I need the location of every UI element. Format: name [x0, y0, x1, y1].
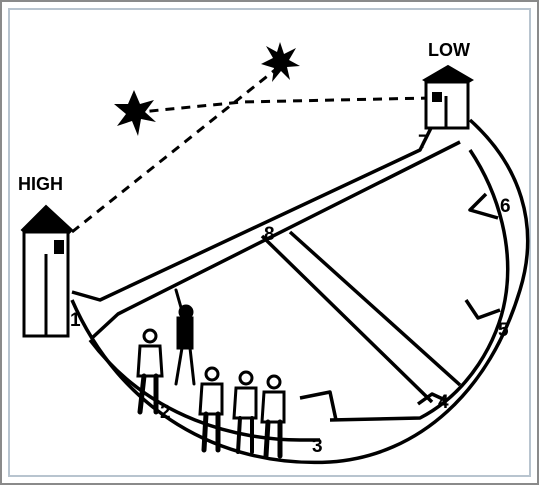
- high-house: [22, 206, 72, 336]
- burst-star-right: [261, 42, 300, 82]
- low-house: [424, 66, 472, 128]
- station-label-6: 6: [500, 196, 511, 217]
- station-label-2: 2: [160, 402, 171, 423]
- shooter-aiming: [176, 290, 194, 384]
- flight-path-high-to-star: [72, 66, 280, 232]
- station-label-7: 7: [418, 132, 429, 153]
- notch-3: [300, 392, 336, 420]
- shooter-waiting-2: [200, 368, 222, 450]
- station-label-8: 8: [264, 224, 275, 245]
- station-label-5: 5: [498, 320, 509, 341]
- shooter-waiting-1: [138, 330, 162, 412]
- notch-5: [466, 300, 500, 318]
- high-house-label: HIGH: [18, 174, 63, 194]
- station-label-4: 4: [438, 392, 449, 413]
- burst-star-left: [114, 90, 156, 136]
- flight-path-low-to-star: [140, 98, 430, 112]
- low-house-label: LOW: [428, 40, 470, 60]
- shooter-waiting-4: [262, 376, 284, 456]
- diagonal-walkway-left: [262, 236, 432, 402]
- diagonal-walkway-right: [290, 232, 460, 385]
- shooter-waiting-3: [234, 372, 256, 452]
- station-label-3: 3: [312, 436, 323, 457]
- station-label-1: 1: [70, 310, 81, 331]
- baseline-walkway-outer: [72, 126, 432, 300]
- clay-target-burst-icon: [114, 42, 300, 136]
- target-flight-paths: [72, 66, 430, 232]
- shooter-figure-icon: [138, 290, 284, 456]
